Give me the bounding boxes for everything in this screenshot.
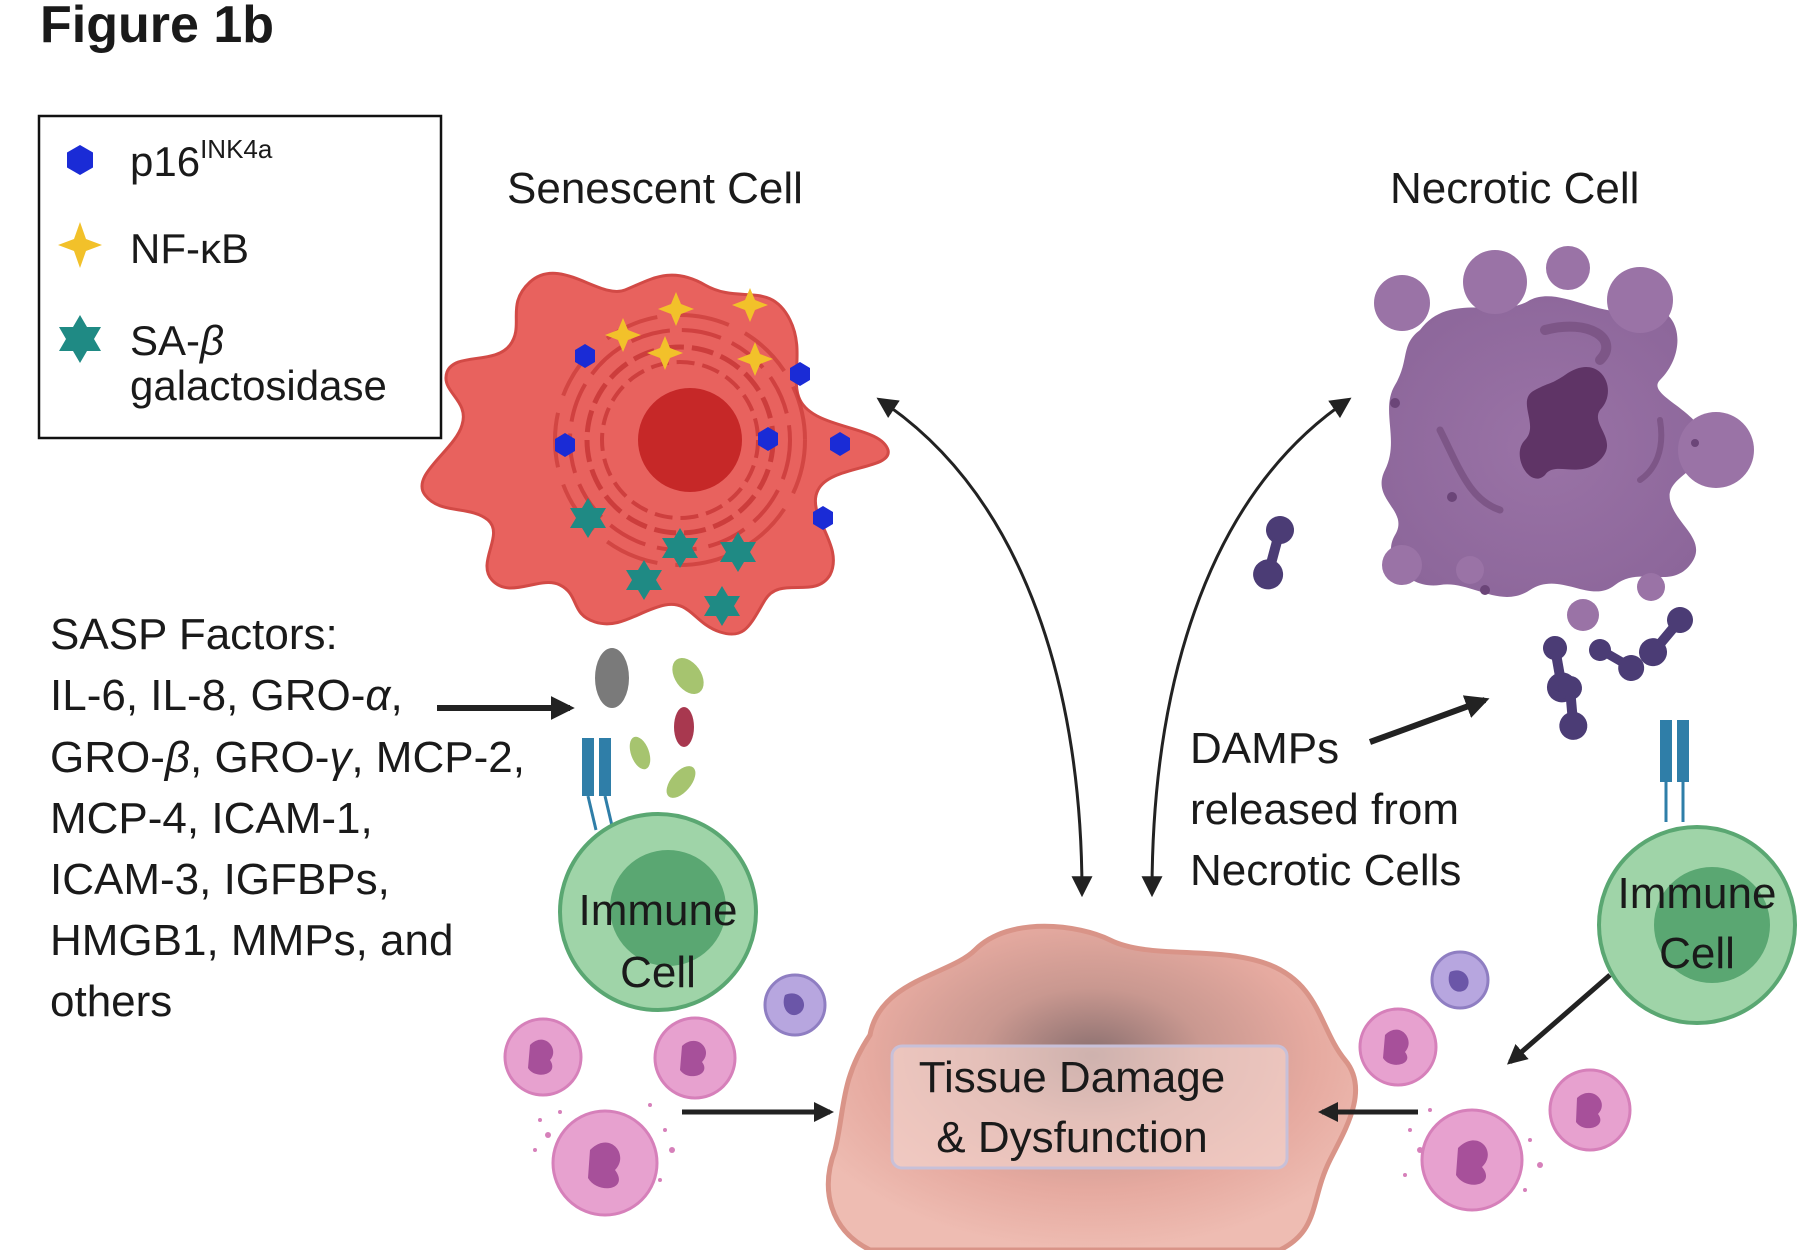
sasp-line-7: others — [50, 977, 172, 1026]
damaged-tissue: Tissue Damage & Dysfunction — [826, 923, 1359, 1250]
immune-receptor-left — [582, 738, 615, 831]
legend-sagal-text: SA- — [130, 317, 200, 364]
tissue-label-line2: & Dysfunction — [936, 1113, 1207, 1162]
legend-sagal-label: SA-β — [130, 317, 224, 364]
sasp-line-2-text: IL-6, IL-8, GRO- — [50, 671, 365, 720]
arrow-immune-right-to-neutrophils — [1506, 973, 1612, 1065]
damps-line-2: released from — [1190, 785, 1459, 834]
sasp-line-5: ICAM-3, IGFBPs, — [50, 855, 390, 904]
senescent-cell-label: Senescent Cell — [507, 164, 803, 213]
sasp-line-3-tail: , MCP-2, — [351, 733, 525, 782]
sasp-line-6: HMGB1, MMPs, and — [50, 916, 453, 965]
legend-p16-superscript: INK4a — [200, 134, 273, 164]
sasp-line-2: IL-6, IL-8, GRO-α, — [50, 671, 403, 720]
neutrophils — [503, 950, 1632, 1217]
legend-box — [37, 114, 443, 440]
figure-title: Figure 1b — [40, 0, 274, 54]
arrow-damps — [1368, 695, 1490, 745]
legend: p16INK4a NF-κB SA-β galactosidase — [37, 114, 443, 440]
necrotic-cell — [1374, 246, 1754, 631]
sa-beta-gal-star-icon — [59, 315, 101, 363]
p16-markers — [555, 344, 850, 530]
sasp-line-3-greek: β — [163, 733, 190, 782]
legend-sagal-line2: galactosidase — [130, 362, 387, 409]
sasp-line-3-text: GRO- — [50, 733, 165, 782]
damps-line-1: DAMPs — [1190, 724, 1339, 773]
damps-text: DAMPs released from Necrotic Cells — [1190, 724, 1461, 895]
sasp-line-3-mid: , GRO- — [190, 733, 329, 782]
immune-cell-right-line2: Cell — [1659, 929, 1735, 978]
sasp-line-2-tail: , — [391, 671, 403, 720]
sasp-line-3: GRO-β, GRO-γ, MCP-2, — [50, 733, 525, 782]
nfkb-markers — [605, 288, 773, 376]
sasp-line-2-greek: α — [365, 671, 392, 720]
p16-hexagon-icon — [67, 145, 93, 175]
arrow-tissue-to-senescent — [876, 397, 1093, 898]
arrow-tissue-to-necrotic — [1141, 397, 1352, 898]
legend-nfkb-label: NF-κB — [130, 225, 249, 272]
senescent-nucleus — [638, 388, 742, 492]
nfkb-star-icon — [58, 222, 102, 268]
sasp-line-4: MCP-4, ICAM-1, — [50, 794, 373, 843]
immune-cell-right: Immune Cell — [1597, 825, 1797, 1025]
sasp-line-1: SASP Factors: — [50, 610, 338, 659]
sasp-cytokines — [595, 648, 704, 798]
sasp-factors-text: SASP Factors: IL-6, IL-8, GRO-α, GRO-β, … — [50, 610, 525, 1026]
legend-p16-label: p16INK4a — [130, 134, 273, 185]
necrotic-nucleus — [1519, 367, 1608, 479]
sasp-line-3-greek2: γ — [329, 733, 354, 782]
senescent-cell — [420, 271, 890, 636]
immune-cell-left-line2: Cell — [620, 948, 696, 997]
tissue-label-box — [890, 1044, 1289, 1170]
legend-p16-text: p16 — [130, 138, 200, 185]
tissue-label-line1: Tissue Damage — [919, 1053, 1226, 1102]
necrotic-cell-label: Necrotic Cell — [1390, 164, 1639, 213]
immune-cell-left: Immune Cell — [558, 812, 758, 1012]
immune-cell-right-line1: Immune — [1618, 869, 1777, 918]
damps-line-3: Necrotic Cells — [1190, 846, 1461, 895]
immune-receptor-right — [1660, 720, 1689, 822]
immune-cell-left-line1: Immune — [579, 886, 738, 935]
sa-beta-gal-markers — [570, 498, 756, 626]
legend-sagal-greek: β — [198, 317, 224, 364]
